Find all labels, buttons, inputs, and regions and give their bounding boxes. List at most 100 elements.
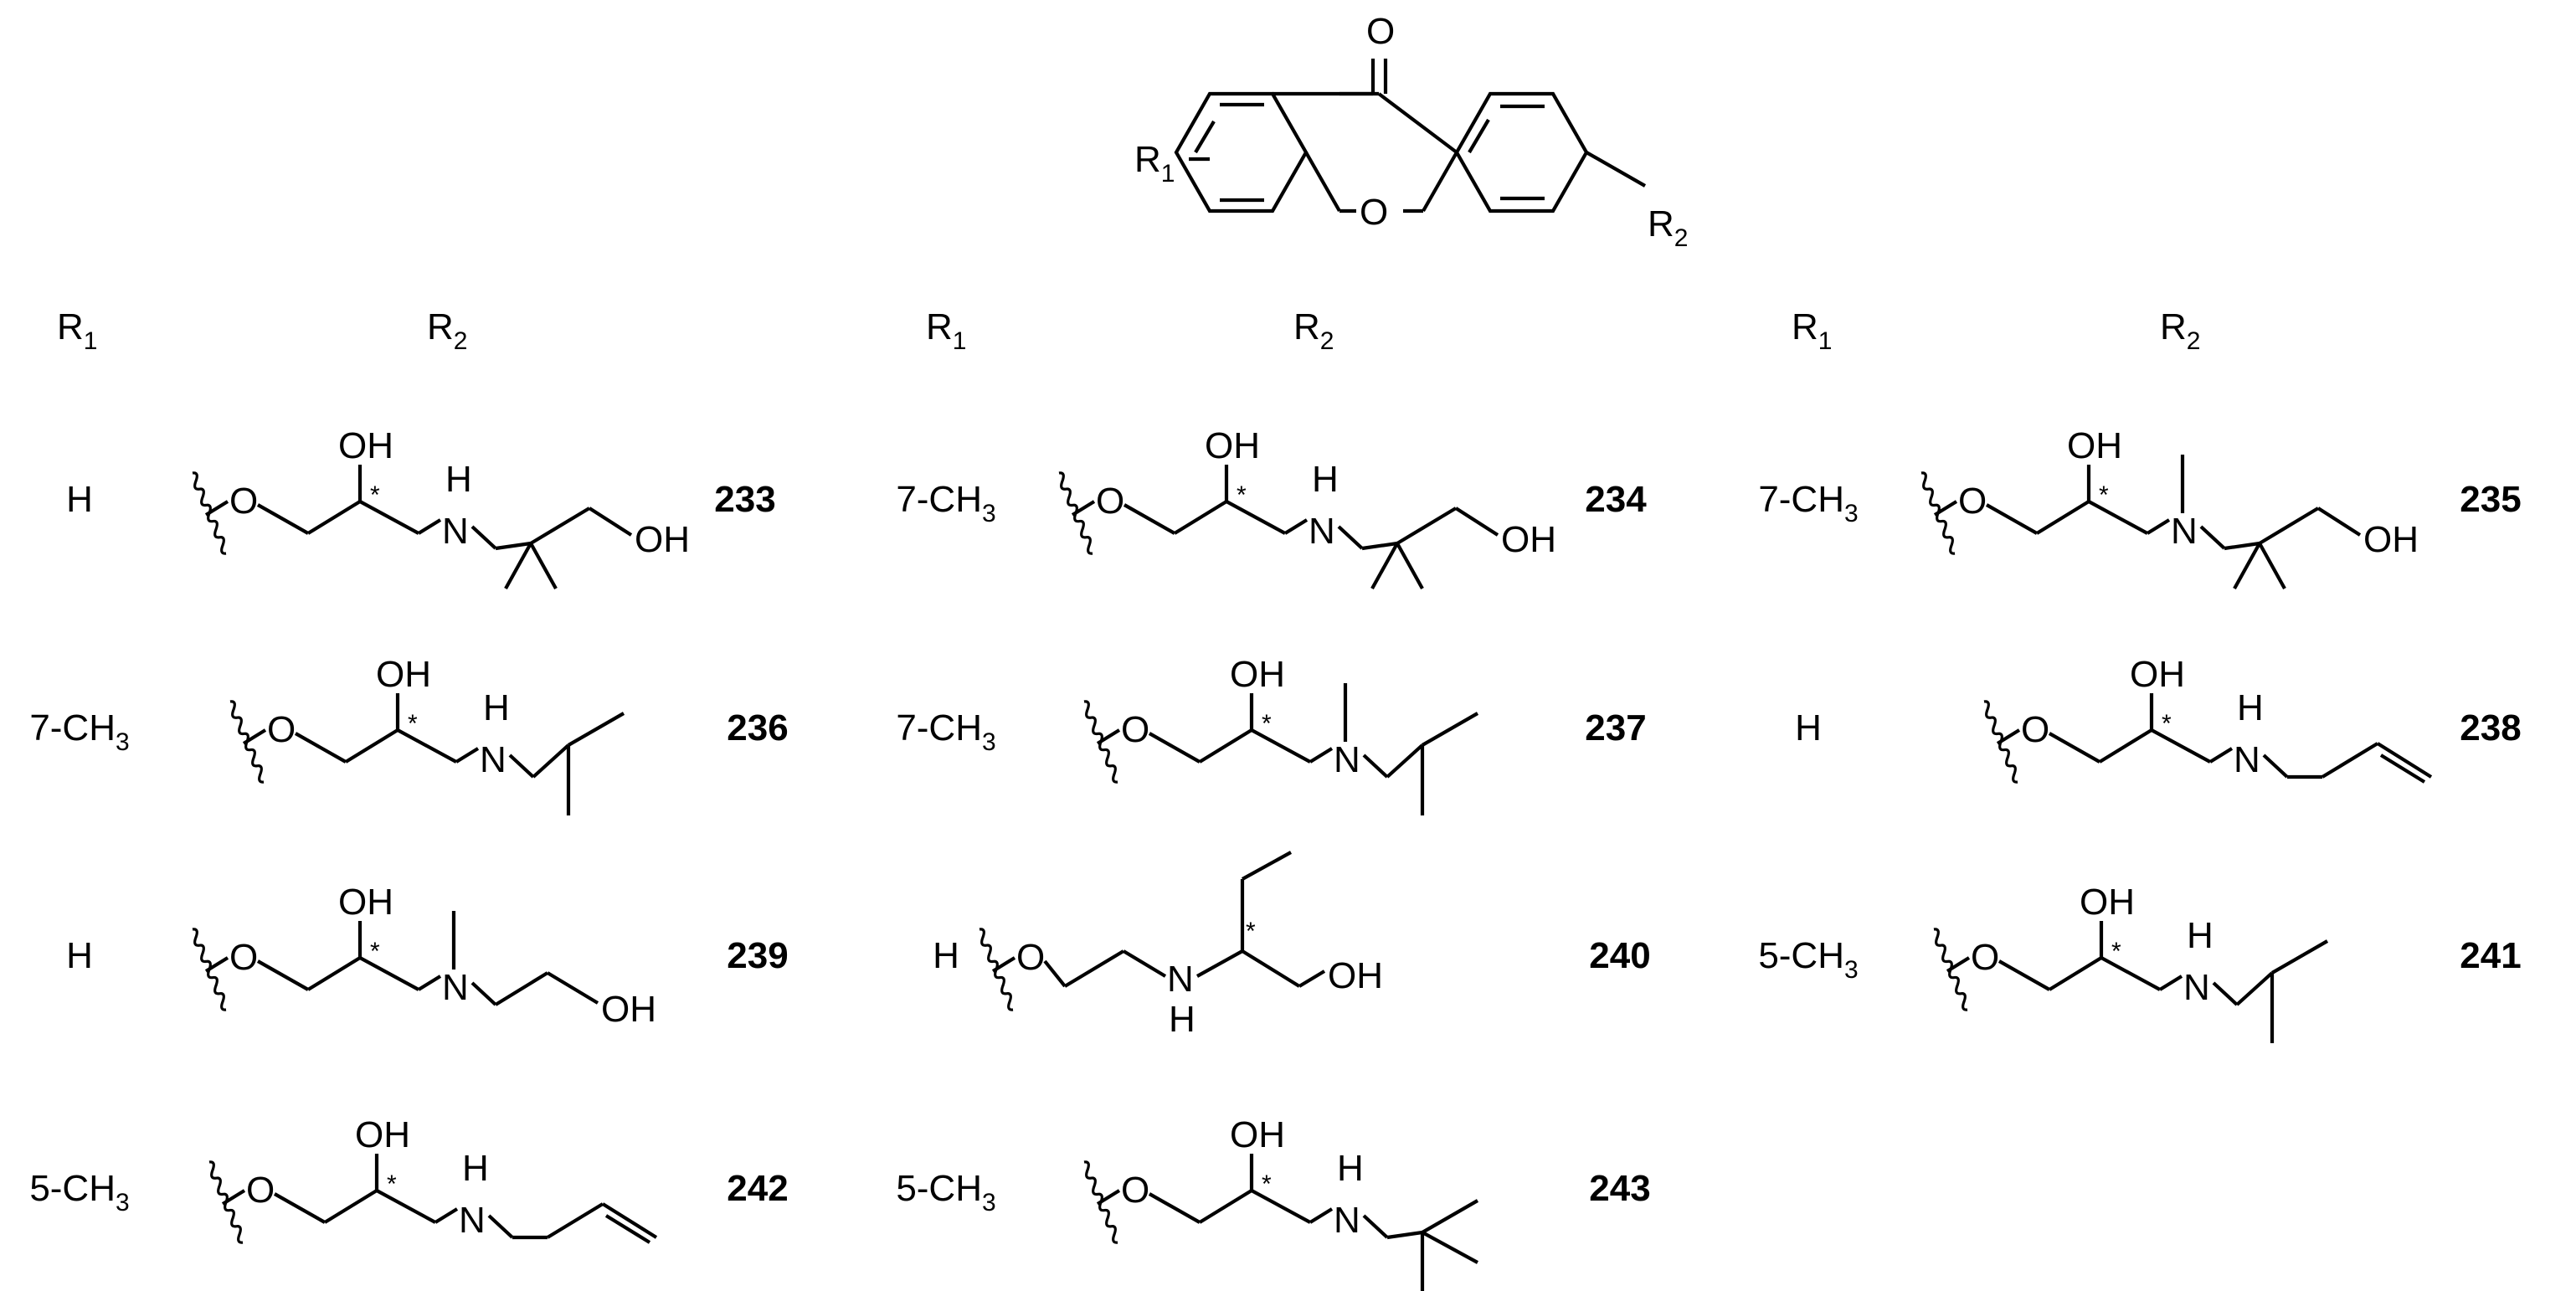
stereocenter-star: *: [2162, 710, 2172, 738]
stereocenter-star: *: [1262, 710, 1272, 738]
compound-235: 7-CH3 235 O OH * N OH: [1758, 425, 2522, 590]
r1-value: H: [933, 935, 959, 976]
stereocenter-star: *: [1246, 918, 1256, 945]
ether-oxygen: O: [1096, 481, 1124, 522]
r1-value: H: [1795, 707, 1822, 748]
ether-oxygen: O: [246, 1170, 275, 1211]
column-header-1: R1 R2: [57, 306, 467, 355]
stereocenter-star: *: [370, 481, 380, 509]
ether-oxygen: O: [1121, 709, 1149, 750]
r1-value: 7-CH3: [29, 707, 129, 756]
stereocenter-star: *: [408, 710, 418, 738]
amine-hydrogen: H: [2187, 915, 2214, 956]
stereocenter-star: *: [387, 1170, 397, 1198]
compound-number: 238: [2460, 707, 2521, 748]
xanthone-core-structure: O O R2 R1: [1134, 11, 1688, 252]
header-r2: R2: [427, 306, 467, 355]
compound-239: H 239 O OH * N OH: [66, 882, 789, 1030]
r1-value: 7-CH3: [1758, 479, 1858, 527]
amine-hydrogen: H: [462, 1148, 489, 1189]
stereocenter-star: *: [2099, 481, 2109, 509]
amine-nitrogen: N: [1334, 1200, 1360, 1241]
stereocenter-star: *: [1262, 1170, 1272, 1198]
amine-nitrogen: N: [459, 1200, 486, 1241]
compound-number: 240: [1589, 935, 1650, 976]
column-header-3: R1 R2: [1792, 306, 2200, 355]
ether-oxygen: O: [1958, 481, 1987, 522]
terminal-hydroxyl: OH: [635, 519, 690, 560]
r1-value: 5-CH3: [896, 1168, 995, 1216]
r1-value: 7-CH3: [896, 707, 995, 756]
amine-nitrogen: N: [480, 739, 506, 780]
r1-value: 5-CH3: [1758, 935, 1858, 984]
secondary-hydroxyl: OH: [2067, 425, 2122, 466]
secondary-hydroxyl: OH: [338, 882, 393, 923]
secondary-hydroxyl: OH: [355, 1114, 410, 1155]
header-r2: R2: [1293, 306, 1334, 355]
carbonyl-oxygen-label: O: [1366, 11, 1395, 52]
amine-hydrogen: H: [445, 459, 472, 500]
secondary-hydroxyl: OH: [2130, 654, 2185, 695]
header-r2: R2: [2160, 306, 2200, 355]
terminal-hydroxyl: OH: [601, 989, 656, 1030]
compound-number: 239: [727, 935, 788, 976]
ether-oxygen: O: [267, 709, 296, 750]
column-header-2: R1 R2: [926, 306, 1334, 355]
secondary-hydroxyl: OH: [1230, 1114, 1285, 1155]
terminal-hydroxyl: OH: [1501, 519, 1556, 560]
amine-nitrogen: N: [2171, 511, 2198, 552]
header-r1: R1: [926, 306, 966, 355]
header-r1: R1: [57, 306, 97, 355]
amine-nitrogen: N: [1309, 511, 1335, 552]
secondary-hydroxyl: OH: [1230, 654, 1285, 695]
compound-number: 237: [1585, 707, 1646, 748]
compound-number: 241: [2460, 935, 2521, 976]
ether-oxygen: O: [229, 937, 258, 978]
r1-value: H: [66, 935, 93, 976]
header-r1: R1: [1792, 306, 1832, 355]
amine-hydrogen: H: [2237, 687, 2264, 728]
stereocenter-star: *: [370, 938, 380, 965]
amine-hydrogen: H: [1337, 1148, 1364, 1189]
compound-236: 7-CH3 236 O OH * NH: [29, 654, 789, 815]
compound-number: 236: [727, 707, 788, 748]
core-r2-label: R2: [1648, 203, 1688, 252]
compound-243: 5-CH3 243 O OH * NH: [896, 1114, 1651, 1291]
stereocenter-star: *: [2111, 938, 2121, 965]
ether-oxygen: O: [1121, 1170, 1149, 1211]
amine-hydrogen: H: [1312, 459, 1339, 500]
compound-number: 235: [2460, 479, 2521, 520]
core-r1-label: R1: [1134, 139, 1175, 188]
amine-nitrogen: N: [1167, 959, 1194, 1000]
secondary-hydroxyl: OH: [2080, 882, 2135, 923]
ring-oxygen-label: O: [1360, 192, 1388, 233]
amine-nitrogen: N: [442, 967, 469, 1008]
terminal-hydroxyl: OH: [2363, 519, 2419, 560]
compound-number: 243: [1589, 1168, 1650, 1209]
ether-oxygen: O: [1016, 937, 1045, 978]
amine-hydrogen: H: [483, 687, 510, 728]
ether-oxygen: O: [2021, 709, 2049, 750]
terminal-hydroxyl: OH: [1328, 955, 1383, 996]
secondary-hydroxyl: OH: [338, 425, 393, 466]
r1-value: 7-CH3: [896, 479, 995, 527]
compound-242: 5-CH3 242 O OH * NH: [29, 1114, 789, 1244]
amine-nitrogen: N: [442, 511, 469, 552]
amine-nitrogen: N: [2183, 967, 2210, 1008]
secondary-hydroxyl: OH: [376, 654, 431, 695]
secondary-hydroxyl: OH: [1205, 425, 1260, 466]
r1-value: 5-CH3: [29, 1168, 129, 1216]
amine-nitrogen: N: [2234, 739, 2260, 780]
ether-oxygen: O: [229, 481, 258, 522]
compound-number: 242: [727, 1168, 788, 1209]
stereocenter-star: *: [1237, 481, 1247, 509]
r1-value: H: [66, 479, 93, 520]
